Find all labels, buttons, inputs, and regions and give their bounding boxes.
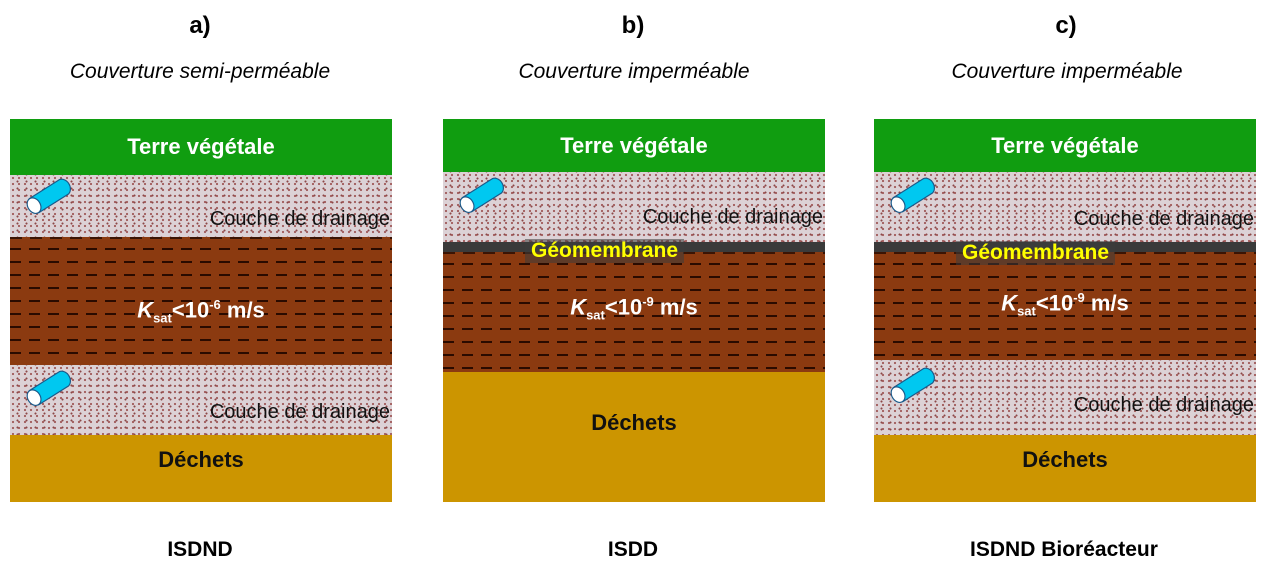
ksat-label: Ksat<10-9 m/s <box>1001 290 1129 319</box>
panel-b-caption: ISDD <box>607 538 659 561</box>
panel-a-profile: Terre végétale Couche de drainage Ksat<1… <box>10 119 392 502</box>
waste-label: Déchets <box>158 447 244 472</box>
panel-b-subtitle: Couverture imperméable <box>518 60 750 83</box>
clay-barrier-layer: Ksat<10-9 m/s <box>443 252 825 372</box>
panel-c-profile: Terre végétale Couche de drainage Ksat<1… <box>874 119 1256 502</box>
topsoil-label: Terre végétale <box>560 132 708 158</box>
panel-c-subtitle: Couverture imperméable <box>951 60 1183 83</box>
drainage-layer-label: Couche de drainage <box>209 208 390 230</box>
panel-a-subtitle: Couverture semi-perméable <box>69 60 331 83</box>
panel-c-letter: c) <box>1055 12 1077 39</box>
topsoil-label: Terre végétale <box>991 132 1139 158</box>
drainage-pipe-icon <box>456 177 504 216</box>
lower-drainage-layer: Couche de drainage <box>10 365 392 435</box>
waste-label: Déchets <box>1022 447 1108 472</box>
drainage-pipe-icon <box>887 367 935 406</box>
drainage-pipe-icon <box>23 370 71 409</box>
geomembrane-label: Géomembrane <box>525 239 685 263</box>
topsoil-layer: Terre végétale <box>874 119 1256 172</box>
topsoil-layer: Terre végétale <box>10 119 392 175</box>
clay-barrier-layer: Ksat<10-9 m/s <box>874 252 1256 360</box>
upper-drainage-layer: Couche de drainage <box>874 172 1256 242</box>
panel-c-caption: ISDND Bioréacteur <box>970 538 1158 561</box>
drainage-layer-label: Couche de drainage <box>209 401 390 423</box>
upper-drainage-layer: Couche de drainage <box>443 172 825 242</box>
clay-barrier-layer: Ksat<10-6 m/s <box>10 237 392 365</box>
ksat-label: Ksat<10-6 m/s <box>137 297 265 326</box>
upper-drainage-layer: Couche de drainage <box>10 175 392 237</box>
panel-a-letter: a) <box>189 12 211 39</box>
lower-drainage-layer: Couche de drainage <box>874 360 1256 435</box>
drainage-layer-label: Couche de drainage <box>642 206 823 228</box>
topsoil-label: Terre végétale <box>127 134 275 159</box>
panel-b-letter: b) <box>621 12 645 39</box>
panel-a-caption: ISDND <box>167 538 233 561</box>
waste-layer: Déchets <box>10 435 392 502</box>
waste-label: Déchets <box>591 410 677 435</box>
drainage-layer-label: Couche de drainage <box>1073 394 1254 416</box>
drainage-layer-label: Couche de drainage <box>1073 208 1254 230</box>
ksat-label: Ksat<10-9 m/s <box>570 294 698 323</box>
drainage-pipe-icon <box>887 177 935 216</box>
geomembrane-label: Géomembrane <box>956 241 1116 265</box>
panel-b-profile: Terre végétale Couche de drainage Ksat<1… <box>443 119 825 502</box>
waste-layer: Déchets <box>874 435 1256 502</box>
drainage-pipe-icon <box>23 178 71 217</box>
waste-layer: Déchets <box>443 372 825 502</box>
topsoil-layer: Terre végétale <box>443 119 825 172</box>
